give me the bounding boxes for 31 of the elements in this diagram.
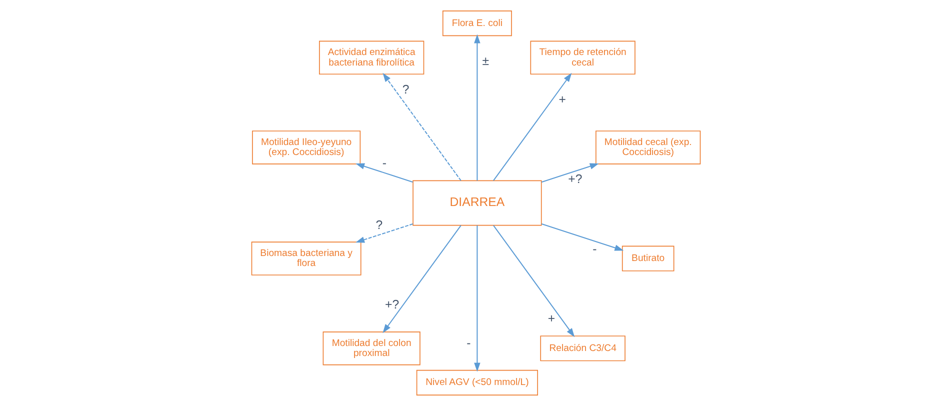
arrow (474, 34, 480, 181)
node-box: Relación C3/C4 (540, 336, 625, 362)
arrow (492, 225, 574, 338)
node-box: Nivel AGV (<50 mmol/L) (416, 370, 538, 396)
edge-label: ? (402, 82, 409, 96)
arrow (540, 223, 624, 251)
node-box: Actividad enzimática bacteriana fibrolítica (318, 40, 424, 75)
node-box: Butirato (621, 246, 674, 272)
edge-label: ? (375, 218, 382, 232)
edge-label: - (592, 242, 596, 256)
arrow (540, 163, 598, 183)
arrow (474, 225, 480, 372)
arrow (355, 163, 412, 183)
node-box: Tiempo de retención cecal (530, 40, 635, 75)
arrow (492, 72, 572, 181)
arrow (382, 225, 461, 334)
node-box: Biomasa bacteriana y flora (250, 242, 361, 276)
node-box: DIARREA (412, 180, 542, 226)
edge-label: + (558, 92, 566, 106)
node-box: Motilidad Ileo-yeyuno (exp. Coccidiosis) (252, 130, 360, 164)
edge-label: + (547, 312, 555, 326)
arrow (355, 223, 412, 243)
edge-label: +? (568, 172, 582, 186)
edge-label: - (382, 156, 386, 170)
node-box: Flora E. coli (442, 10, 512, 36)
node-box: Motilidad del colon proximal (322, 332, 420, 366)
arrow (382, 72, 461, 181)
edge-label: ± (482, 54, 489, 68)
edge-label: - (466, 336, 470, 350)
edge-label: +? (384, 298, 399, 312)
node-box: Motilidad cecal (exp. Coccidiosis) (595, 130, 700, 164)
